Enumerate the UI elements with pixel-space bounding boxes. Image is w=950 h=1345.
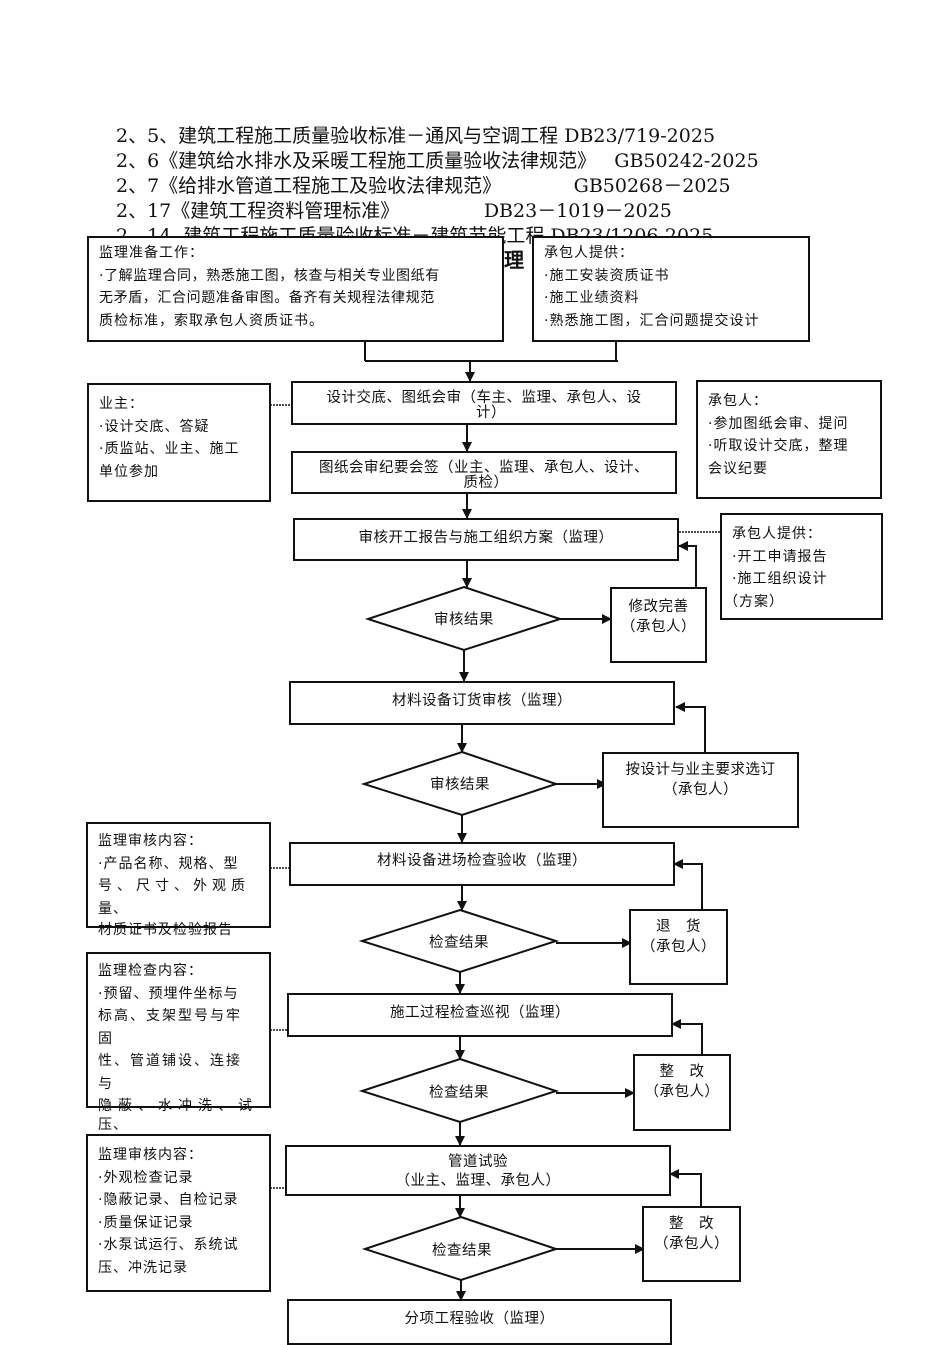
note-line: ·产品名称、规格、型 — [98, 855, 239, 872]
side-line: 整 改 — [669, 1216, 714, 1232]
note-line: ·开工申请报告 — [732, 548, 828, 565]
note-line: ·施工安装资质证书 — [544, 267, 670, 284]
feedback-revise — [678, 541, 697, 587]
process-material-entry: 材料设备进场检查验收（监理） — [289, 842, 675, 886]
process-line: （业主、监理、承包人） — [395, 1173, 561, 1189]
side-return-goods: 退 货 （承包人） — [629, 909, 728, 985]
note-line: ·施工业绩资料 — [544, 290, 640, 306]
feedback-reselect — [675, 702, 706, 752]
note-line: 质检标准，索取承包人资质证书。 — [99, 312, 324, 329]
side-line: （承包人） — [663, 782, 738, 798]
note-line: ·参加图纸会审、提问 — [708, 415, 849, 432]
decision-label-2: 审核结果 — [430, 777, 490, 793]
standard-line-4: 2、17《建筑工程资料管理标准》 DB23－1019－2025 — [116, 200, 672, 222]
side-revise: 修改完善 （承包人） — [610, 587, 707, 663]
side-reselect: 按设计与业主要求选订 （承包人） — [602, 752, 799, 828]
note-line: 承包人提供： — [732, 526, 822, 542]
note-line: ·预留、预埋件坐标与 — [98, 985, 239, 1002]
side-rectify-1: 整 改 （承包人） — [633, 1054, 731, 1131]
heading-fragment: 理 — [504, 248, 524, 272]
process-minutes-sign: 图纸会审纪要会签（业主、监理、承包人、设计、 质检） — [291, 451, 677, 494]
feedback-rectify1 — [671, 1019, 703, 1055]
standard-line-1: 2、5、建筑工程施工质量验收标准－通风与空调工程 DB23/719-2025 — [116, 125, 716, 147]
note-line: ·设计交底、答疑 — [99, 418, 210, 435]
process-final-acceptance: 分项工程验收（监理） — [287, 1299, 672, 1345]
note-line: 监理审核内容： — [98, 833, 203, 849]
note-line: 性、管道铺设、连接 — [98, 1053, 242, 1069]
side-line: （承包人） — [644, 1084, 720, 1100]
note-line: 量、 — [98, 900, 128, 917]
standard-line-3: 2、7《给排水管道工程施工及验收法律规范》 GB50268－2025 — [116, 175, 731, 197]
process-pipe-test: 管道试验 （业主、监理、承包人） — [285, 1145, 671, 1196]
standard-line-2: 2、6《建筑给水排水及采暖工程施工质量验收法律规范》 GB50242-2025 — [116, 150, 759, 172]
note-line: 隐蔽、水冲洗、试 — [98, 1098, 258, 1114]
side-rectify-2: 整 改 （承包人） — [642, 1206, 741, 1282]
note-line: 压、冲洗记录 — [98, 1259, 188, 1276]
note-line: ·施工组织设计 — [732, 571, 828, 587]
note-line: ·熟悉施工图，汇合问题提交设计 — [544, 312, 760, 329]
feedback-rectify2 — [669, 1169, 702, 1206]
note-line: 号、尺寸、外观质 — [98, 878, 250, 894]
note-line: 会议纪要 — [708, 460, 768, 477]
feedback-return — [673, 859, 703, 910]
process-line: 管道试验 — [448, 1154, 508, 1170]
note-line: 业主： — [99, 396, 144, 412]
material-review-note: 监理审核内容： ·产品名称、规格、型 号、尺寸、外观质 量、 — [86, 822, 271, 928]
decision-label-3: 检查结果 — [429, 935, 489, 951]
note-line: 承包人提供： — [544, 245, 634, 261]
side-line: 修改完善 — [628, 599, 689, 615]
note-line: ·水泵试运行、系统试 — [98, 1237, 239, 1253]
contractor-right-note: 承包人： ·参加图纸会审、提问 ·听取设计交底，整理 会议纪要 — [696, 380, 882, 499]
note-line: ·外观检查记录 — [98, 1169, 194, 1186]
process-inspect-patrol: 施工过程检查巡视（监理） — [287, 993, 673, 1037]
note-line: 固 — [98, 1030, 113, 1047]
owner-note: 业主： ·设计交底、答疑 ·质监站、业主、施工 单位参加 — [87, 383, 271, 502]
test-review-note: 监理审核内容： ·外观检查记录 ·隐蔽记录、自检记录 ·质量保证记录 ·水泵试运… — [86, 1134, 271, 1292]
process-review-start: 审核开工报告与施工组织方案（监理） — [293, 518, 679, 561]
decision-label-1: 审核结果 — [434, 612, 494, 628]
process-material-order: 材料设备订货审核（监理） — [289, 681, 675, 725]
side-line: 按设计与业主要求选订 — [625, 762, 776, 778]
note-line: 监理审核内容： — [98, 1147, 203, 1163]
decision-label-5: 检查结果 — [432, 1243, 492, 1259]
note-line: ·听取设计交底，整理 — [708, 438, 849, 454]
note-line: ·质量保证记录 — [98, 1214, 194, 1231]
side-line: （承包人） — [641, 939, 716, 955]
note-line: 承包人： — [708, 393, 768, 409]
process-line: 设计交底、图纸会审（车主、监理、承包人、设 — [326, 390, 642, 406]
supervisor-prep-note: 监理准备工作： ·了解监理合同，熟悉施工图，核查与相关专业图纸有 无矛盾，汇合问… — [87, 236, 504, 342]
process-line: 计） — [476, 405, 506, 421]
side-line: 退 货 — [656, 919, 701, 935]
note-line: 单位参加 — [99, 463, 159, 480]
note-line: ·质监站、业主、施工 — [99, 441, 240, 457]
note-line: ·了解监理合同，熟悉施工图，核查与相关专业图纸有 — [99, 267, 440, 284]
process-inspect-overflow: 压、 — [98, 1117, 128, 1133]
note-line: 与 — [98, 1075, 113, 1092]
material-review-overflow: 材质证书及检验报告 — [98, 922, 233, 938]
side-line: （承包人） — [621, 619, 696, 635]
process-inspect-note: 监理检查内容： ·预留、预埋件坐标与 标高、支架型号与牢 固 性、管道铺设、连接… — [86, 952, 271, 1114]
note-line: （方案） — [724, 593, 784, 610]
decision-label-4: 检查结果 — [429, 1085, 489, 1101]
note-line: 无矛盾，汇合问题准备审图。备齐有关规程法律规范 — [99, 290, 435, 306]
contractor-provide-plan-note: 承包人提供： ·开工申请报告 ·施工组织设计 （方案） — [720, 513, 883, 620]
process-line: 图纸会审纪要会签（业主、监理、承包人、设计、 — [319, 460, 649, 476]
note-line: 监理准备工作： — [99, 245, 204, 261]
contractor-provide-top-note: 承包人提供： ·施工安装资质证书 ·施工业绩资料 ·熟悉施工图，汇合问题提交设计 — [532, 236, 810, 342]
process-design-disclosure: 设计交底、图纸会审（车主、监理、承包人、设 计） — [291, 381, 677, 425]
side-line: （承包人） — [654, 1236, 729, 1252]
process-line: 质检） — [463, 475, 509, 491]
note-line: ·隐蔽记录、自检记录 — [98, 1192, 239, 1208]
side-line: 整 改 — [659, 1064, 705, 1080]
note-line: 标高、支架型号与牢 — [98, 1008, 242, 1024]
note-line: 监理检查内容： — [98, 963, 203, 979]
